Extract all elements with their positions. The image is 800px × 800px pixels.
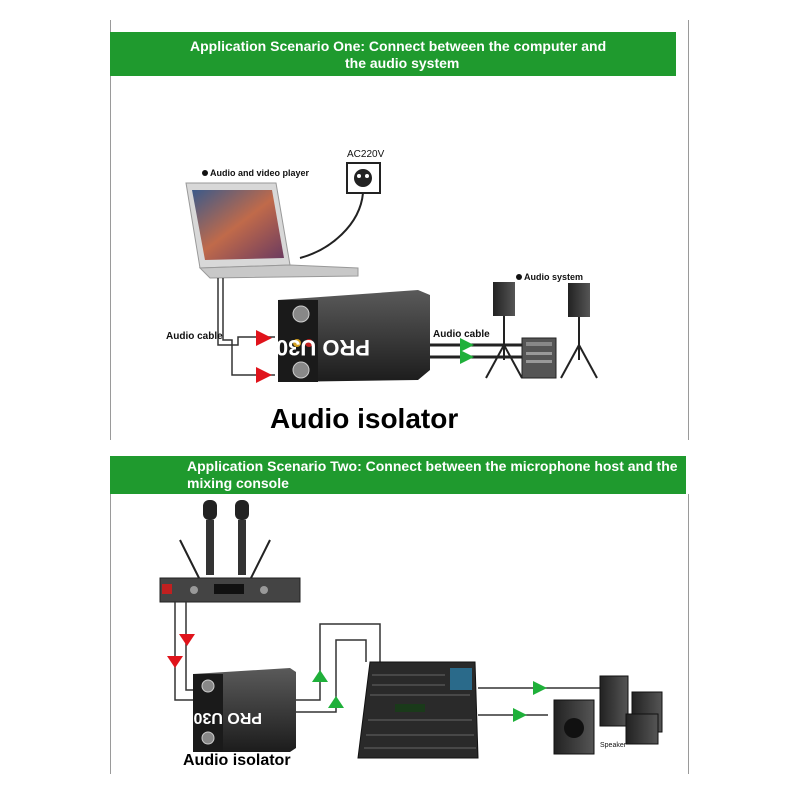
scenario-two-banner: Application Scenario Two: Connect betwee… xyxy=(110,456,686,494)
mixer-icon xyxy=(521,337,557,379)
speaker-label: Speaker xyxy=(600,742,627,749)
right-audio-cables xyxy=(430,343,522,359)
audio-cable-right-label: Audio cable xyxy=(433,329,490,340)
scenario-two-title: Application Scenario Two: Connect betwee… xyxy=(187,458,747,492)
mixing-console-icon xyxy=(357,661,479,759)
power-cable xyxy=(299,192,364,259)
green-arrow-2 xyxy=(460,350,474,364)
power-label: AC220V xyxy=(347,149,385,160)
green-arrow-4 xyxy=(328,696,344,708)
green-arrow-3 xyxy=(312,670,328,682)
red-arrow-3 xyxy=(167,656,183,668)
green-arrow-1 xyxy=(460,338,474,352)
bullet-dot xyxy=(202,170,208,176)
microphone-icon xyxy=(179,500,271,581)
scenario-two-title-line2: mixing console xyxy=(187,475,289,491)
scenario-one-title: Application Scenario One: Connect betwee… xyxy=(190,38,660,72)
red-arrow-2 xyxy=(256,367,272,383)
scenario-two-title-line1: Application Scenario Two: Connect betwee… xyxy=(187,458,678,474)
svg-text:PRO U300: PRO U300 xyxy=(264,335,370,360)
audio-system-label: Audio system xyxy=(524,272,584,282)
audio-isolator-title: Audio isolator xyxy=(270,403,459,434)
scenario-one-title-line1: Application Scenario One: Connect betwee… xyxy=(190,38,607,54)
power-outlet-icon xyxy=(346,162,381,194)
receiver-cables xyxy=(174,602,195,701)
audio-cable-left-label: Audio cable xyxy=(166,331,223,342)
red-arrow-4 xyxy=(179,634,195,646)
right-guide-line xyxy=(688,20,689,440)
scenario-one-title-line2: the audio system xyxy=(345,55,460,71)
isolator-mixer-cables xyxy=(296,623,381,713)
audio-isolator-device-2: PRO U300 xyxy=(185,668,296,752)
left-guide-line-2 xyxy=(110,494,111,774)
player-label: Audio and video player xyxy=(210,168,310,178)
microphone-receiver-icon xyxy=(159,577,301,603)
speaker-left-icon xyxy=(485,282,523,379)
scenario-one-banner: Application Scenario One: Connect betwee… xyxy=(110,32,676,76)
laptop-icon xyxy=(185,182,359,279)
audio-isolator-title-2: Audio isolator xyxy=(183,752,291,769)
red-arrow-1 xyxy=(256,330,272,346)
left-audio-cables xyxy=(217,278,275,376)
left-guide-line xyxy=(110,20,111,440)
speaker-right-icon xyxy=(560,283,598,379)
right-guide-line-2 xyxy=(688,494,689,774)
speaker-stack-icon xyxy=(553,675,663,755)
audio-isolator-device: PRO U300 xyxy=(264,290,430,382)
svg-text:PRO U300: PRO U300 xyxy=(185,709,262,726)
green-arrow-6 xyxy=(513,708,527,722)
bullet-dot-2 xyxy=(516,274,522,280)
green-arrow-5 xyxy=(533,681,547,695)
